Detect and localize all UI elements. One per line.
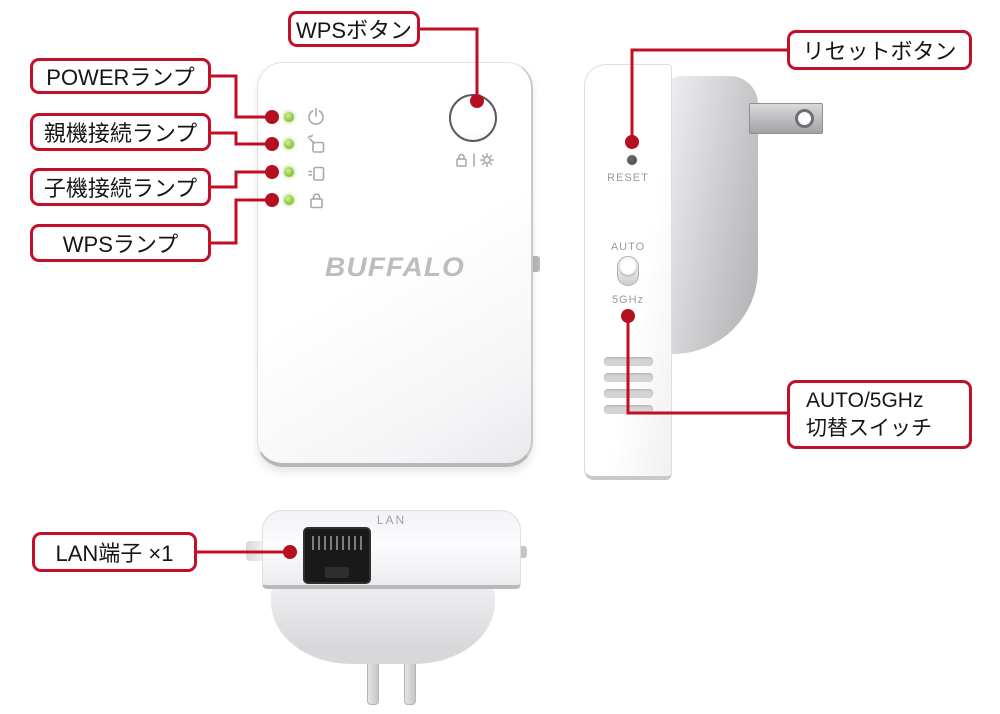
callout-power-lamp-text: POWERランプ: [46, 65, 195, 90]
router-antenna-icon: [307, 134, 325, 153]
lock-icon: [456, 158, 467, 167]
front-side-switch-nub: [531, 256, 540, 272]
reset-label: RESET: [607, 172, 649, 184]
callout-reset-button-text: リセットボタン: [802, 39, 957, 64]
callout-child-lamp: 子機接続ランプ: [30, 168, 211, 206]
parent-connect-led: [284, 139, 294, 149]
callout-parent-lamp: 親機接続ランプ: [30, 113, 211, 151]
vent-slot: [604, 357, 653, 366]
wps-button-sub-icons: [456, 153, 494, 167]
callout-wps-lamp-text: WPSランプ: [62, 232, 179, 257]
wps-led: [284, 195, 294, 205]
buffalo-logo: BUFFALO: [325, 252, 465, 282]
lan-port: [303, 527, 371, 584]
side-view-plug-prong: [749, 103, 823, 134]
power-icon: [308, 107, 324, 125]
lan-port-pins: [312, 536, 362, 550]
callout-child-lamp-text: 子機接続ランプ: [43, 176, 198, 201]
switch-auto-label: AUTO: [610, 241, 646, 253]
callout-auto-5ghz-line1: AUTO/5GHz: [806, 388, 924, 412]
switch-knob: [620, 259, 636, 275]
vent-slot: [604, 373, 653, 382]
power-led: [284, 112, 294, 122]
callout-auto-5ghz-line2: 切替スイッチ: [806, 416, 932, 440]
callout-lan-port-text: LAN端子 ×1: [55, 541, 174, 566]
child-connect-led: [284, 167, 294, 177]
auto-5ghz-slide-switch: [617, 256, 639, 286]
vent-slot: [604, 405, 653, 414]
callout-wps-button: WPSボタン: [288, 11, 420, 47]
switch-5ghz-label: 5GHz: [611, 294, 645, 306]
side-view-rear-housing: [662, 76, 758, 354]
callout-wps-button-text: WPSボタン: [295, 18, 413, 43]
callout-wps-lamp: WPSランプ: [30, 224, 211, 262]
callout-auto-5ghz-switch: AUTO/5GHz 切替スイッチ: [787, 380, 972, 449]
lock-icon: [310, 193, 323, 209]
callout-reset-button: リセットボタン: [787, 30, 972, 70]
callout-parent-lamp-text: 親機接続ランプ: [43, 121, 198, 146]
lan-port-notch: [325, 567, 349, 578]
bottom-right-nub: [519, 546, 527, 558]
wps-button: [449, 94, 497, 142]
client-device-icon: [308, 166, 325, 181]
brightness-icon: [480, 153, 494, 167]
plug-prong-hole: [795, 109, 814, 128]
callout-lan-port: LAN端子 ×1: [32, 532, 197, 572]
callout-power-lamp: POWERランプ: [30, 58, 211, 94]
lan-port-label: LAN: [376, 513, 407, 527]
vent-slot: [604, 389, 653, 398]
bottom-view-body: [271, 586, 495, 664]
reset-button-hole: [627, 155, 637, 165]
